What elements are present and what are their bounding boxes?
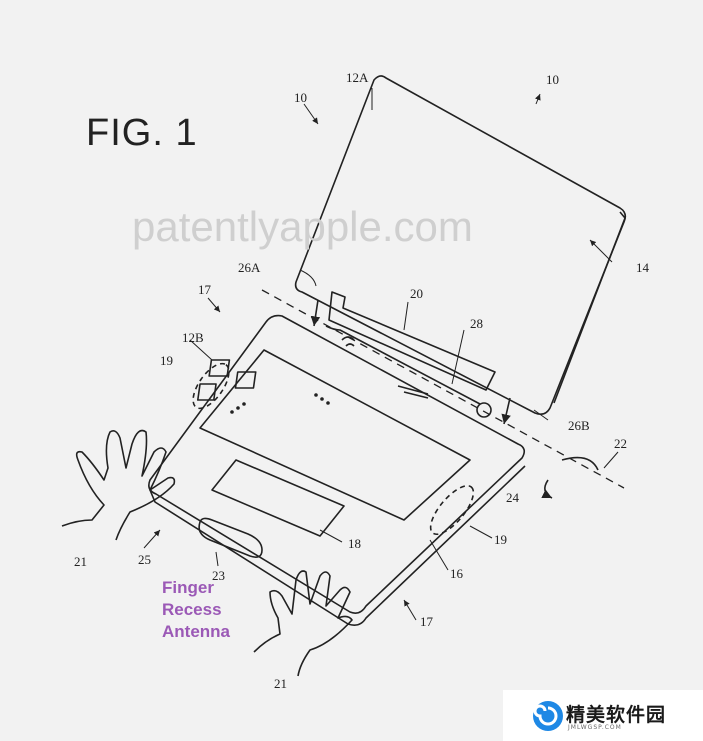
antenna-signal-mark [397,385,429,399]
callout-line: Antenna [162,622,230,641]
watermark: patentlyapple.com [132,203,473,250]
ref-28: 28 [470,316,483,331]
ref-21: 21 [74,554,87,569]
dot [242,402,246,406]
ref-17: 17 [420,614,433,629]
ref-23: 23 [212,568,225,583]
hinge-axis-22 [261,289,625,489]
ref-16: 16 [450,566,463,581]
dot [326,401,330,405]
ref-19: 19 [494,532,507,547]
finger-recess-23 [198,517,263,558]
dot [230,410,234,414]
hinge-arrow-right [501,397,511,425]
icon-square [234,371,257,389]
ref-12a: 12A [346,70,369,85]
ref-10: 10 [546,72,559,87]
hinge-point-26b [476,402,492,418]
left-hand-21 [61,429,176,541]
ref-10: 10 [294,90,307,105]
ref-19: 19 [160,353,173,368]
display-edge [553,211,626,404]
display-housing [294,75,627,415]
ref-14: 14 [636,260,649,275]
antenna-region-19-left [192,362,230,410]
figure-title: FIG. 1 [86,112,198,154]
antenna-signal-mark [341,336,355,347]
finger-recess-antenna-callout: Finger Recess Antenna [162,577,230,643]
right-hand-21 [253,570,353,677]
touchpad-18 [211,459,345,537]
ref-12b: 12B [182,330,204,345]
callout-line: Recess [162,600,222,619]
hinge-barrel [325,325,481,405]
dot [314,393,318,397]
hinge-20 [328,291,496,391]
hinge-arrow-left [310,299,321,327]
ref-24: 24 [506,490,519,505]
ref-20: 20 [410,286,423,301]
ref-25: 25 [138,552,151,567]
dot [320,397,324,401]
antenna-region-19-right [429,484,475,536]
ref-26a: 26A [238,260,261,275]
site-logo-text: 精美软件园 [566,704,667,726]
rotation-arrow-24 [545,456,599,498]
icon-square [208,359,231,377]
ref-18: 18 [348,536,361,551]
display-screen-16 [199,349,471,521]
dot [236,406,240,410]
ref-21: 21 [274,676,287,691]
callout-line: Finger [162,578,214,597]
spiral-logo-icon [533,701,563,731]
ref-17: 17 [198,282,211,297]
base-housing [148,314,526,614]
site-logo-subtext: JMLWGSP.COM [568,724,622,731]
icon-square [196,383,217,401]
ref-26b: 26B [568,418,590,433]
ref-22: 22 [614,436,627,451]
